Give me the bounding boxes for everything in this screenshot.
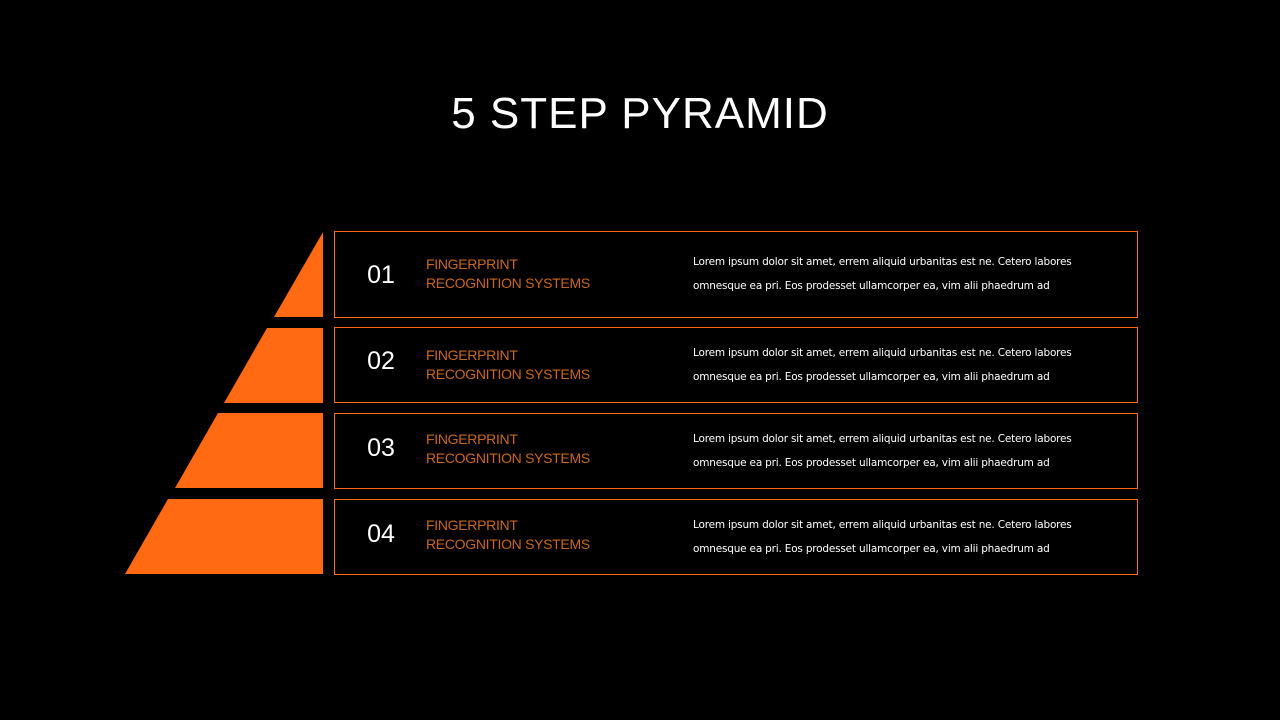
step-number: 01: [367, 261, 395, 289]
step-title: FINGERPRINT RECOGNITION SYSTEMS: [426, 516, 656, 554]
pyramid-graphic: [125, 232, 323, 574]
step-description: Lorem ipsum dolor sit amet, errem aliqui…: [693, 433, 1072, 469]
step-card-3: 03 FINGERPRINT RECOGNITION SYSTEMS Lorem…: [334, 413, 1138, 489]
step-description: Lorem ipsum dolor sit amet, errem aliqui…: [693, 519, 1072, 555]
step-number: 04: [367, 520, 395, 548]
step-description: Lorem ipsum dolor sit amet, errem aliqui…: [693, 347, 1072, 383]
step-title: FINGERPRINT RECOGNITION SYSTEMS: [426, 255, 656, 293]
step-title-line1: FINGERPRINT: [426, 517, 518, 533]
step-title-line2: RECOGNITION SYSTEMS: [426, 275, 590, 291]
step-card-1: 01 FINGERPRINT RECOGNITION SYSTEMS Lorem…: [334, 231, 1138, 318]
step-number: 02: [367, 347, 395, 375]
step-title-line1: FINGERPRINT: [426, 347, 518, 363]
step-title-line1: FINGERPRINT: [426, 256, 518, 272]
pyramid-tier-1: [274, 232, 323, 317]
step-title: FINGERPRINT RECOGNITION SYSTEMS: [426, 430, 656, 468]
pyramid-tier-2: [224, 328, 323, 403]
step-title-line2: RECOGNITION SYSTEMS: [426, 450, 590, 466]
slide-title: 5 STEP PYRAMID: [451, 89, 829, 138]
step-title-line2: RECOGNITION SYSTEMS: [426, 366, 590, 382]
step-title-line1: FINGERPRINT: [426, 431, 518, 447]
step-title-line2: RECOGNITION SYSTEMS: [426, 536, 590, 552]
step-title: FINGERPRINT RECOGNITION SYSTEMS: [426, 346, 656, 384]
step-card-2: 02 FINGERPRINT RECOGNITION SYSTEMS Lorem…: [334, 327, 1138, 403]
step-card-4: 04 FINGERPRINT RECOGNITION SYSTEMS Lorem…: [334, 499, 1138, 575]
pyramid-tier-3: [175, 413, 323, 488]
step-number: 03: [367, 434, 395, 462]
pyramid-tier-4: [125, 499, 323, 574]
step-description: Lorem ipsum dolor sit amet, errem aliqui…: [693, 256, 1072, 292]
